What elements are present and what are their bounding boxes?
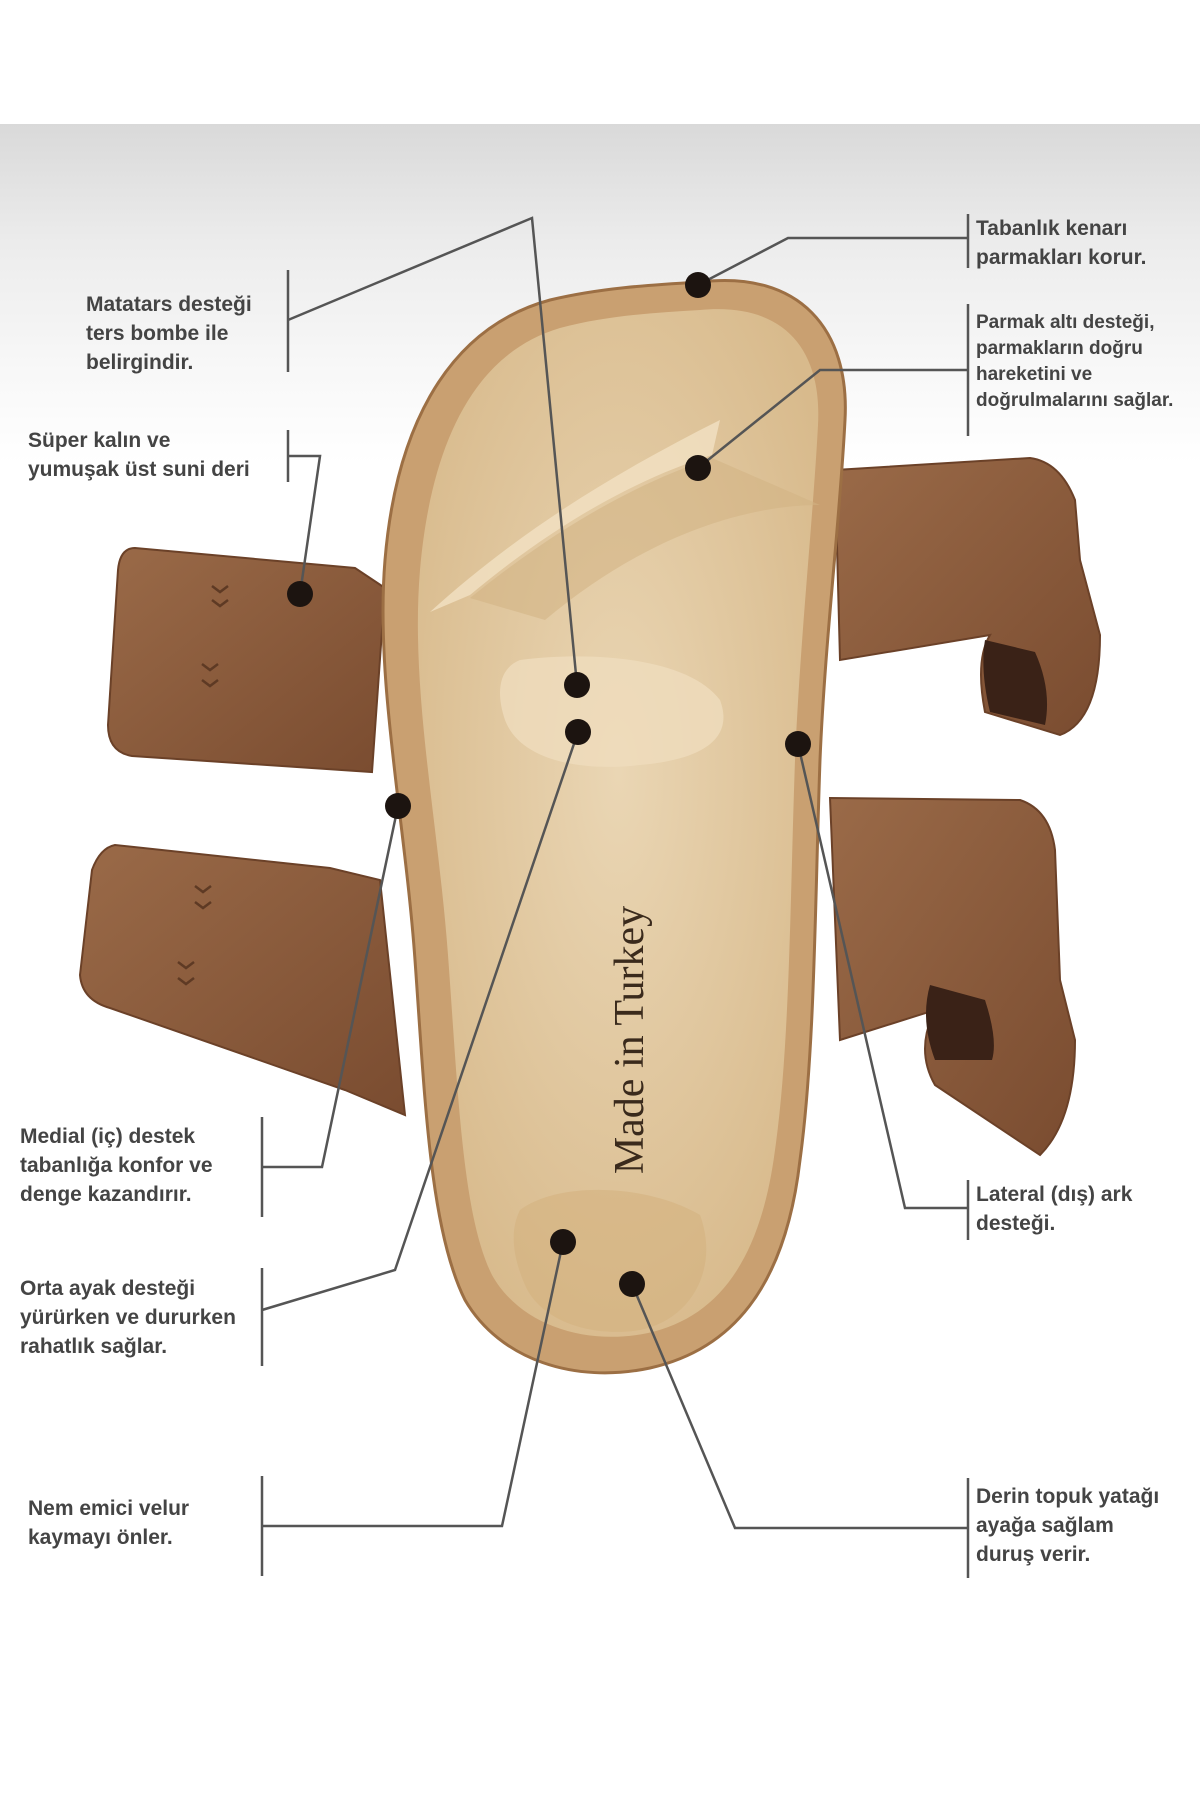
insole-bed bbox=[417, 309, 819, 1337]
toe-bar-shadow bbox=[470, 458, 820, 620]
strap-stitch-marks bbox=[177, 585, 229, 986]
toe-bar bbox=[430, 420, 720, 612]
lower-strap-right-inner bbox=[926, 985, 994, 1060]
dot-midfoot bbox=[565, 719, 591, 745]
dot-metatarsal bbox=[564, 672, 590, 698]
insole-stamp: Made in Turkey bbox=[607, 905, 653, 1175]
heel-cup bbox=[513, 1189, 707, 1332]
callout-dots bbox=[287, 272, 811, 1297]
lower-strap-right bbox=[828, 796, 1077, 1157]
dot-medial bbox=[385, 793, 411, 819]
upper-strap-right bbox=[833, 456, 1102, 737]
arch-bulge bbox=[500, 656, 724, 767]
dot-heel-cup bbox=[619, 1271, 645, 1297]
leader-lines bbox=[260, 214, 970, 1578]
lower-strap-left bbox=[78, 843, 407, 1117]
dot-lateral bbox=[785, 731, 811, 757]
dot-insole-edge bbox=[685, 272, 711, 298]
upper-strap-left bbox=[106, 546, 387, 774]
dot-velour bbox=[550, 1229, 576, 1255]
dot-upper-leather bbox=[287, 581, 313, 607]
dot-toe-support bbox=[685, 455, 711, 481]
upper-strap-right-inner bbox=[983, 640, 1048, 725]
